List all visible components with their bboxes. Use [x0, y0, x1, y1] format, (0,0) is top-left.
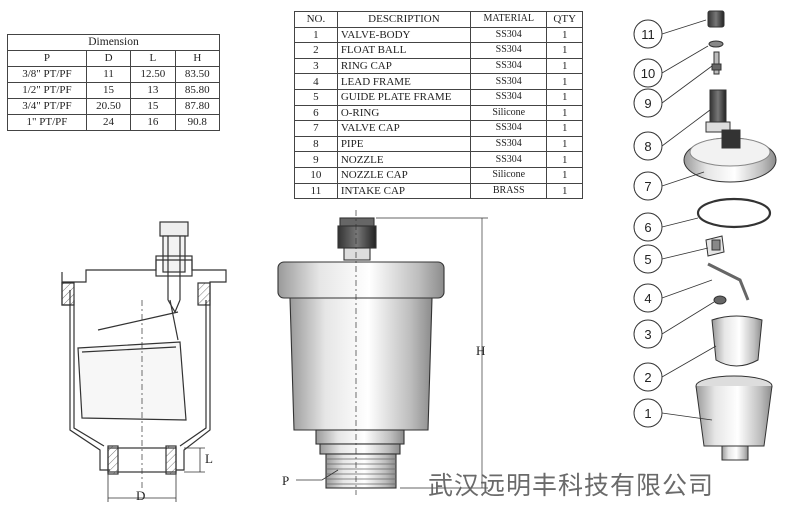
parts-cell: 1 [546, 42, 583, 59]
parts-cell: NOZZLE CAP [336, 166, 472, 184]
parts-cell: FLOAT BALL [336, 42, 472, 59]
parts-cell: LEAD FRAME [336, 73, 472, 90]
section-view [61, 221, 227, 502]
o-ring-part [696, 197, 772, 229]
callout-number: 8 [644, 139, 651, 154]
lead-frame-part [707, 262, 750, 301]
dimension-cell: 83.50 [174, 66, 221, 83]
valve-cap-part [683, 129, 777, 183]
callout-number: 5 [644, 252, 651, 267]
callout-circle [633, 283, 663, 313]
callout-marker: 1 [633, 398, 663, 428]
nozzle-cap-part [708, 40, 724, 48]
front-view [277, 210, 488, 495]
callout-circle [633, 244, 663, 274]
parts-cell: GUIDE PLATE FRAME [336, 88, 472, 106]
nozzle-part [711, 51, 722, 75]
pipe-part [705, 89, 731, 133]
dimension-cell: 1/2" PT/PF [7, 82, 87, 99]
callout-group: 11 10 9 8 7 6 5 4 3 2 1 [633, 19, 663, 428]
callout-number: 3 [644, 327, 651, 342]
valve-body-part [695, 375, 773, 461]
callout-circle [633, 398, 663, 428]
dimension-cell: 1" PT/PF [7, 114, 87, 131]
dimension-h-label: H [476, 343, 485, 358]
callout-circle [633, 88, 663, 118]
float-ball-part [711, 315, 763, 367]
dimension-l-label: L [205, 451, 213, 466]
parts-cell: BRASS [470, 182, 548, 200]
callout-marker: 6 [633, 212, 663, 242]
callout-marker: 3 [633, 319, 663, 349]
dimension-d-label: D [136, 488, 145, 503]
callout-marker: 4 [633, 283, 663, 313]
callout-circle [633, 212, 663, 242]
callout-number: 1 [644, 406, 651, 421]
parts-cell: INTAKE CAP [336, 182, 472, 200]
callout-number: 4 [644, 291, 651, 306]
company-watermark: 武汉远明丰科技有限公司 [428, 471, 714, 500]
intake-cap-part [707, 10, 725, 28]
dimension-cell: 3/8" PT/PF [7, 66, 87, 83]
callout-number: 6 [644, 220, 651, 235]
callout-number: 7 [644, 179, 651, 194]
callout-marker: 8 [633, 131, 663, 161]
callout-circle [633, 362, 663, 392]
parts-header-cell: NO. [294, 11, 338, 28]
callout-circle [633, 171, 663, 201]
callout-marker: 2 [633, 362, 663, 392]
callout-circle [633, 58, 663, 88]
callout-number: 2 [644, 370, 651, 385]
exploded-view [661, 10, 777, 461]
parts-cell: O-RING [336, 104, 472, 122]
guide-plate-frame-part [705, 235, 725, 257]
callout-circle [633, 19, 663, 49]
parts-cell: 11 [294, 182, 338, 200]
callout-number: 10 [641, 66, 655, 81]
callout-marker: 7 [633, 171, 663, 201]
callout-number: 11 [641, 27, 655, 42]
parts-cell: VALVE CAP [336, 120, 472, 137]
parts-cell: RING CAP [336, 57, 472, 75]
dimension-cell: 20.50 [85, 98, 132, 115]
callout-circle [633, 131, 663, 161]
callout-marker: 10 [633, 58, 663, 88]
callout-number: 9 [644, 96, 651, 111]
ring-cap-part [713, 295, 727, 305]
dimension-cell: 90.8 [174, 114, 221, 131]
callout-marker: 9 [633, 88, 663, 118]
dimension-p-label: P [282, 473, 289, 488]
callout-marker: 11 [633, 19, 663, 49]
parts-cell: 1 [546, 182, 583, 200]
callout-marker: 5 [633, 244, 663, 274]
callout-circle [633, 319, 663, 349]
